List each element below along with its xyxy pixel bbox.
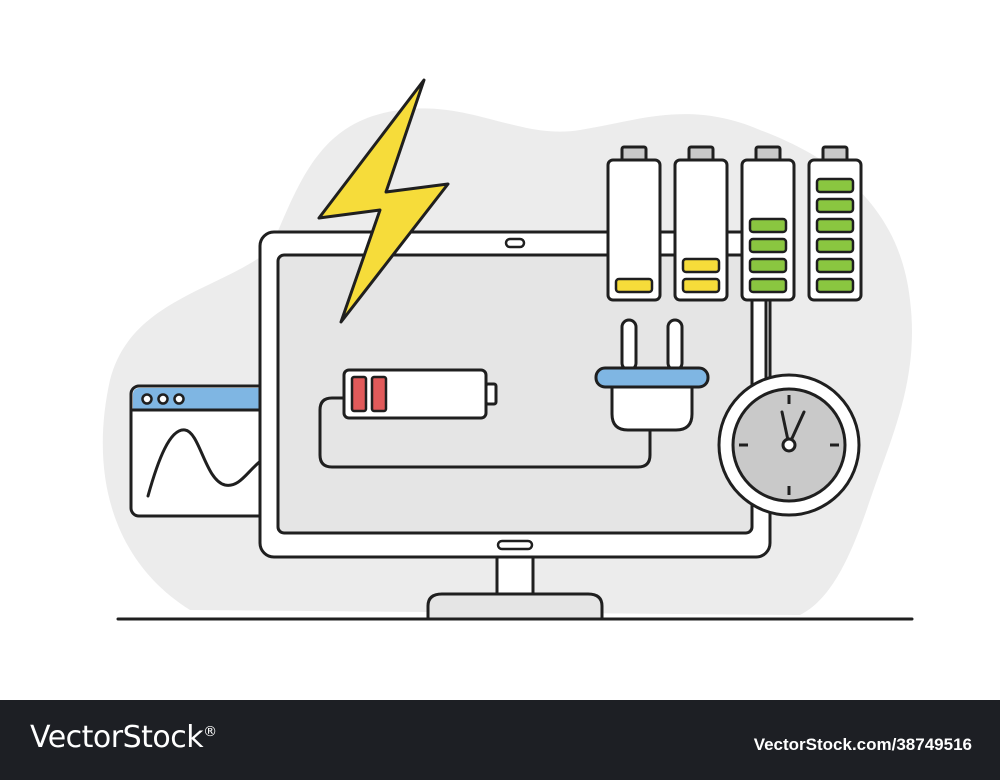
battery-segment — [748, 257, 788, 274]
clock-icon — [717, 373, 861, 517]
battery-segment — [748, 277, 788, 294]
footer-image-id: VectorStock.com/38749516 — [753, 735, 972, 754]
battery-level-row — [606, 145, 863, 302]
battery-segment — [681, 257, 721, 274]
battery-segment — [614, 277, 654, 294]
battery-segment-red-2 — [370, 375, 388, 413]
footer-logo-text: VectorStock — [30, 720, 204, 755]
webcam — [504, 237, 526, 249]
monitor-stand-neck — [495, 554, 535, 598]
battery-icon — [342, 368, 498, 420]
battery-segment — [815, 257, 855, 274]
monitor-button — [496, 539, 534, 551]
battery-segment — [748, 237, 788, 254]
battery-level-1 — [606, 145, 662, 302]
battery-segment — [815, 177, 855, 194]
battery-level-2 — [673, 145, 729, 302]
battery-segment — [815, 197, 855, 214]
lightning-bolt-icon — [317, 78, 450, 324]
battery-segment — [815, 277, 855, 294]
battery-level-4 — [807, 145, 863, 302]
energy-illustration — [102, 78, 914, 621]
charging-cable — [318, 396, 652, 469]
battery-segment — [815, 217, 855, 234]
monitor-stand-base — [426, 592, 604, 621]
battery-segment — [815, 237, 855, 254]
plug-icon — [594, 318, 710, 432]
footer-bar: VectorStock® VectorStock.com/38749516 — [0, 700, 1000, 780]
battery-body — [606, 158, 662, 302]
battery-segment — [681, 277, 721, 294]
footer-logo-registered-mark: ® — [203, 724, 217, 740]
browser-window-icon — [129, 384, 283, 518]
footer-logo: VectorStock® — [30, 720, 217, 755]
battery-segment-red-1 — [350, 375, 368, 413]
battery-segment — [748, 217, 788, 234]
battery-level-3 — [740, 145, 796, 302]
